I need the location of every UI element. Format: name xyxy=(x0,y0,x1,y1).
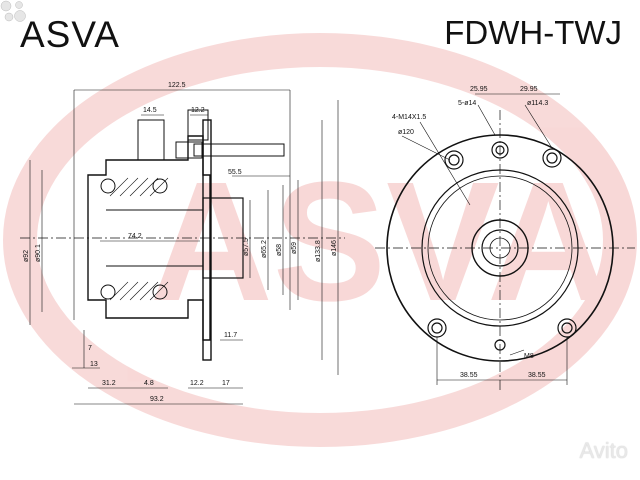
dim-dia-58: ø58 xyxy=(276,244,283,256)
dim-7: 7 xyxy=(88,345,92,352)
dim-31-2: 31.2 xyxy=(102,380,116,387)
dim-29-95: 29.95 xyxy=(520,86,538,93)
dim-dia-65-2: ø65.2 xyxy=(261,240,268,258)
dim-11-7: 11.7 xyxy=(224,332,237,339)
dim-17: 17 xyxy=(222,380,230,387)
dim-dia-120: ø120 xyxy=(398,129,414,136)
dim-m8: M8 xyxy=(524,353,534,360)
avito-watermark-text: Avito xyxy=(579,438,628,463)
dim-dia-90-1: ø90.1 xyxy=(35,244,42,262)
dim-74-2: 74.2 xyxy=(128,233,142,240)
avito-logo-icon xyxy=(0,0,26,22)
side-view xyxy=(20,89,345,405)
dim-threads: 4-M14X1.5 xyxy=(392,114,426,121)
dim-dia-146: ø146 xyxy=(331,240,338,256)
dim-dia-133-8: ø133.8 xyxy=(315,240,322,262)
brand-logo-text: ASVA xyxy=(20,14,120,55)
dim-dia-92: ø92 xyxy=(23,250,30,262)
dim-13: 13 xyxy=(90,361,98,368)
dim-dia-59: ø59 xyxy=(291,242,298,254)
watermark-logo: ASVA xyxy=(3,33,637,447)
dim-4-8: 4.8 xyxy=(144,380,154,387)
dim-14-5: 14.5 xyxy=(143,107,157,114)
dim-93-2: 93.2 xyxy=(150,396,164,403)
dim-bolt-circle: ø114.3 xyxy=(527,100,548,107)
dim-dia-57-5: ø57.5 xyxy=(243,238,250,256)
dim-12-2-bottom: 12.2 xyxy=(190,380,204,387)
part-number: FDWH-TWJ xyxy=(444,14,622,51)
dim-25-95: 25.95 xyxy=(470,86,488,93)
dim-12-2-top: 12.2 xyxy=(191,107,205,114)
dim-studs: 5-ø14 xyxy=(458,100,476,107)
svg-text:ASVA: ASVA xyxy=(150,147,610,337)
dim-38-55-left: 38.55 xyxy=(460,372,478,379)
dim-55-5: 55.5 xyxy=(228,169,242,176)
dim-38-55-right: 38.55 xyxy=(528,372,546,379)
front-view xyxy=(375,93,635,390)
dim-total-length: 122.5 xyxy=(168,82,186,89)
